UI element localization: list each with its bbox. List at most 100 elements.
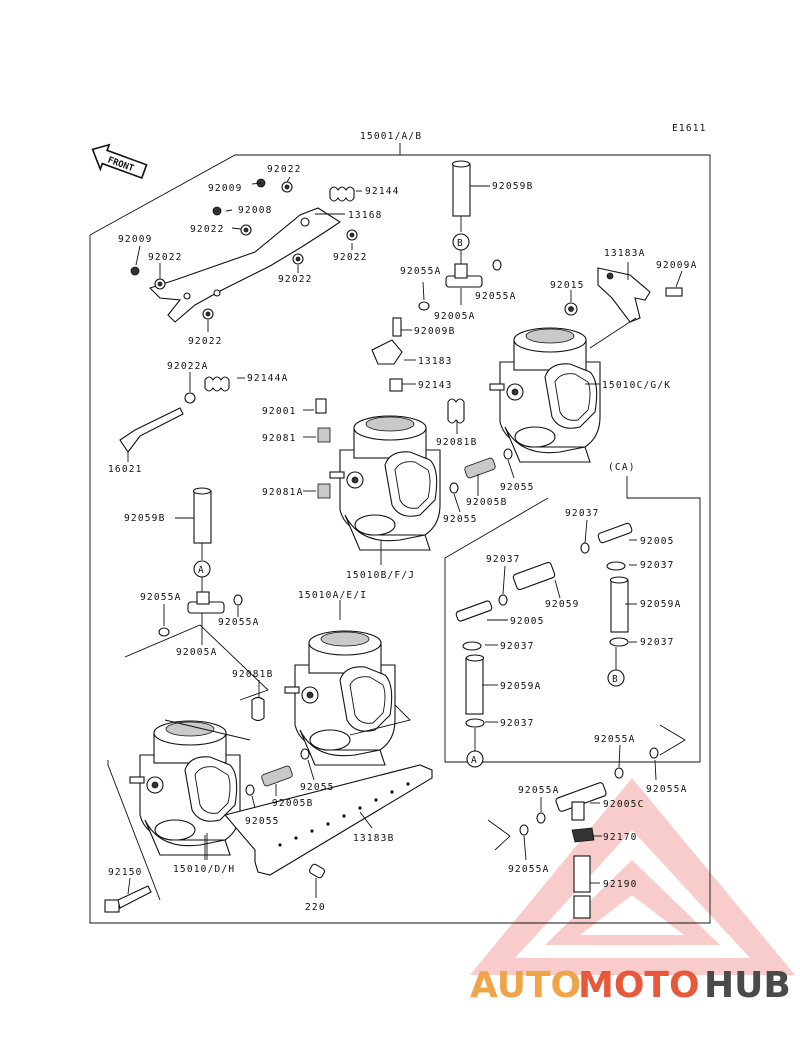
outer-frame [89, 154, 711, 924]
label-92081: 92081 [262, 433, 297, 444]
label-92081a: 92081A [262, 487, 304, 498]
bar-13183b [224, 764, 433, 876]
screw-92009b-icon [392, 317, 412, 337]
label-92022: 92022 [333, 252, 368, 263]
carburetor-15010b [329, 415, 441, 551]
marker-a-ca: A [471, 755, 478, 766]
collar-92143-icon [389, 378, 416, 392]
label-92081b: 92081B [232, 669, 274, 680]
bolt-220-icon [308, 863, 326, 898]
assembly-label: 15001/A/B [360, 131, 422, 142]
label-92055: 92055 [300, 782, 335, 793]
label-220: 220 [305, 902, 326, 913]
label-92144a: 92144A [247, 373, 289, 384]
spring-92144a-icon [184, 372, 245, 404]
label-13183: 13183 [418, 356, 453, 367]
label-92055a: 92055A [594, 734, 636, 745]
label-15010a: 15010A/E/I [298, 590, 367, 601]
label-92022: 92022 [188, 336, 223, 347]
part-labels: 92022 92009 92144 92008 13168 92022 9200… [108, 164, 698, 913]
lower-left-lines [107, 624, 411, 901]
jets-middle [303, 398, 515, 513]
label-92055a: 92055A [475, 291, 517, 302]
label-92037: 92037 [500, 641, 535, 652]
label-92009b: 92009B [414, 326, 456, 337]
label-92008: 92008 [238, 205, 273, 216]
label-13183a: 13183A [604, 248, 646, 259]
label-92055: 92055 [443, 514, 478, 525]
tube-92059b-left: A [158, 487, 243, 645]
label-92005a: 92005A [176, 647, 218, 658]
label-15010: 15010/D/H [173, 864, 235, 875]
label-92022: 92022 [148, 252, 183, 263]
cable-16021-icon [119, 407, 184, 462]
nut-92015-icon [564, 290, 578, 316]
label-15010b: 15010B/F/J [346, 570, 415, 581]
label-92005b: 92005B [272, 798, 314, 809]
label-92009a: 92009A [656, 260, 698, 271]
label-92170: 92170 [603, 832, 638, 843]
label-92037: 92037 [640, 560, 675, 571]
label-92005c: 92005C [603, 799, 645, 810]
bolt-92150-icon [104, 877, 152, 913]
label-92055a: 92055A [400, 266, 442, 277]
label-92015: 92015 [550, 280, 585, 291]
label-92055a: 92055A [518, 785, 560, 796]
label-92055a: 92055A [218, 617, 260, 628]
marker-b-ca: B [612, 674, 619, 685]
label-16021: 16021 [108, 464, 143, 475]
label-92022: 92022 [190, 224, 225, 235]
label-92150: 92150 [108, 867, 143, 878]
watermark-auto: AUTO [470, 965, 581, 1006]
label-92059: 92059 [545, 599, 580, 610]
label-92001: 92001 [262, 406, 297, 417]
label-92055a: 92055A [140, 592, 182, 603]
label-92005: 92005 [510, 616, 545, 627]
watermark-hub: HUB [704, 965, 791, 1006]
label-13183b: 13183B [353, 833, 395, 844]
label-92005: 92005 [640, 536, 675, 547]
label-92144: 92144 [365, 186, 400, 197]
lower-right-hoses [487, 724, 686, 919]
label-ca: (CA) [608, 462, 636, 473]
label-92037: 92037 [640, 637, 675, 648]
bracket-13183a [589, 262, 683, 349]
spring-92144-icon [329, 186, 355, 202]
label-92190: 92190 [603, 879, 638, 890]
label-92022: 92022 [267, 164, 302, 175]
watermark-logo [470, 778, 795, 975]
carburetor-15010c [489, 327, 601, 463]
label-92059b: 92059B [492, 181, 534, 192]
nut-icons [130, 178, 358, 320]
label-92037: 92037 [500, 718, 535, 729]
front-arrow-icon: FRONT [91, 143, 148, 179]
label-92055: 92055 [500, 482, 535, 493]
carburetor-15010 [129, 720, 241, 856]
ca-hoses: B A [455, 519, 637, 768]
label-92055a: 92055A [646, 784, 688, 795]
label-92055: 92055 [245, 816, 280, 827]
label-92059a: 92059A [500, 681, 542, 692]
marker-b-top: B [457, 238, 464, 249]
label-92037: 92037 [486, 554, 521, 565]
label-92037: 92037 [565, 508, 600, 519]
label-92055a: 92055A [508, 864, 550, 875]
carburetor-15010a [284, 630, 396, 766]
label-92005a: 92005A [434, 311, 476, 322]
label-92022a: 92022A [167, 361, 209, 372]
label-92005b: 92005B [466, 497, 508, 508]
label-92059b-left: 92059B [124, 513, 166, 524]
label-92009: 92009 [208, 183, 243, 194]
label-15010c: 15010C/G/K [602, 380, 671, 391]
marker-a-left: A [198, 565, 205, 576]
label-92022: 92022 [278, 274, 313, 285]
watermark-text: AUTO MOTO HUB [470, 965, 791, 1006]
diagram-code: E1611 [672, 123, 707, 134]
t-fitting-92005a-upper [418, 259, 502, 311]
label-92059a: 92059A [640, 599, 682, 610]
lower-jets [245, 680, 315, 813]
tube-92059b-top: B [451, 160, 490, 265]
label-13168: 13168 [348, 210, 383, 221]
label-92081b-mid: 92081B [436, 437, 478, 448]
